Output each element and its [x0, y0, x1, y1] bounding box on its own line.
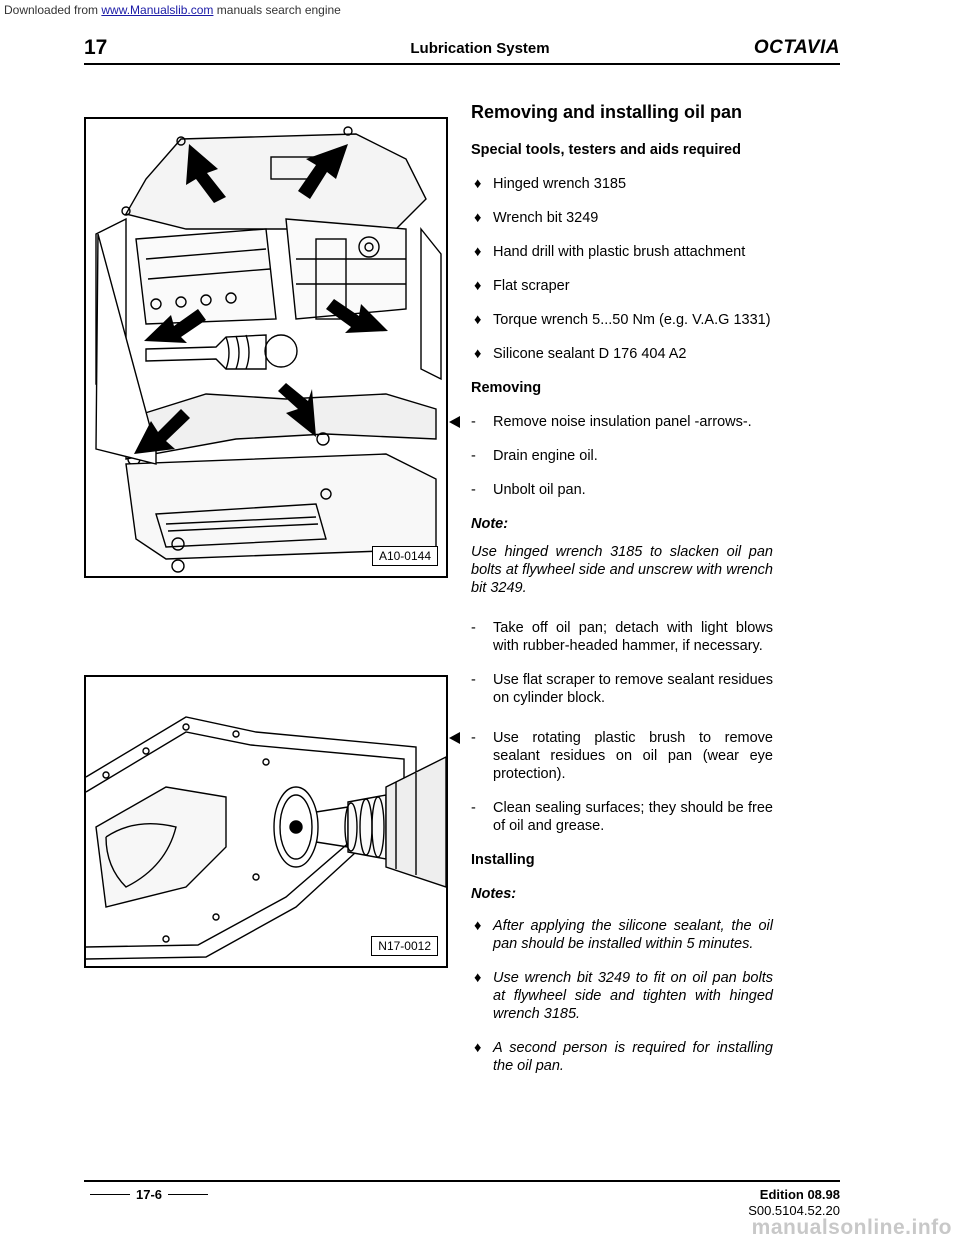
arrows: [134, 144, 388, 454]
manualslib-link[interactable]: www.Manualslib.com: [101, 3, 214, 17]
notes-heading: Notes:: [471, 886, 517, 902]
install-note: ♦Use wrench bit 3249 to fit on oil pan b…: [474, 970, 773, 1022]
tool-item: ♦Hinged wrench 3185: [474, 176, 627, 192]
dash-mark: -: [471, 800, 476, 816]
banner-suffix: manuals search engine: [213, 3, 341, 17]
oil-pan-figure: N17-0012: [84, 675, 448, 968]
removing-step: -Remove noise insulation panel -arrows-.: [449, 413, 773, 431]
note-text: Use hinged wrench 3185 to slacken oil pa…: [471, 544, 773, 596]
dash-mark: -: [471, 482, 476, 498]
diamond-bullet-icon: ♦: [474, 346, 482, 362]
diamond-bullet-icon: ♦: [474, 278, 482, 294]
oil-pan-figure-label: N17-0012: [371, 936, 438, 956]
tool-item: ♦Torque wrench 5...50 Nm (e.g. V.A.G 133…: [474, 312, 771, 328]
install-note: ♦A second person is required for install…: [474, 1040, 773, 1074]
tool-item: ♦Flat scraper: [474, 278, 570, 294]
diamond-bullet-icon: ♦: [474, 918, 482, 934]
installing-heading: Installing: [471, 852, 535, 868]
diamond-bullet-icon: ♦: [474, 312, 482, 328]
download-banner: Downloaded from www.Manualslib.com manua…: [0, 0, 960, 22]
removing-step: -Unbolt oil pan.: [471, 482, 586, 498]
section-title: Lubrication System: [410, 40, 550, 57]
page-heading: Removing and installing oil pan: [471, 102, 743, 122]
diamond-bullet-icon: ♦: [474, 210, 482, 226]
removing-heading: Removing: [471, 380, 542, 396]
removing-step: -Clean sealing surfaces; they should be …: [471, 800, 773, 834]
brand-name: OCTAVIA: [753, 37, 840, 58]
removing-step: -Drain engine oil.: [471, 448, 598, 464]
engine-underside-figure: A10-0144: [84, 117, 448, 578]
removing-step: -Take off oil pan; detach with light blo…: [471, 620, 773, 654]
figure-pointer-icon: [449, 732, 460, 744]
section-number: 17: [84, 36, 108, 59]
watermark: manualsonline.info: [751, 1216, 952, 1239]
document-code: S00.5104.52.20: [748, 1203, 840, 1218]
dash-mark: -: [471, 730, 476, 746]
footer-rule: [84, 1180, 840, 1182]
removing-step: -Use flat scraper to remove sealant resi…: [471, 672, 773, 706]
engine-figure-label: A10-0144: [371, 546, 438, 566]
instructions-column: Removing and installing oil pan Special …: [449, 102, 773, 1091]
download-banner-text: Downloaded from www.Manualslib.com manua…: [4, 3, 341, 17]
diamond-bullet-icon: ♦: [474, 244, 482, 260]
page-number: 17-6: [84, 1187, 214, 1202]
engine-underside-illustration: [95, 126, 442, 573]
diamond-bullet-icon: ♦: [474, 970, 482, 986]
dash-mark: -: [471, 414, 476, 430]
oil-pan-illustration: [86, 716, 446, 960]
header-rule: [84, 63, 840, 65]
dash-mark: -: [471, 448, 476, 464]
dash-mark: -: [471, 620, 476, 636]
note-heading: Note:: [471, 516, 509, 532]
install-note: ♦After applying the silicone sealant, th…: [474, 918, 773, 952]
dash-mark: -: [471, 672, 476, 688]
diamond-bullet-icon: ♦: [474, 176, 482, 192]
tool-item: ♦Wrench bit 3249: [474, 210, 599, 226]
tool-item: ♦Silicone sealant D 176 404 A2: [474, 346, 687, 362]
removing-step: -Use rotating plastic brush to remove se…: [449, 729, 773, 783]
banner-prefix: Downloaded from: [4, 3, 102, 17]
tool-item: ♦Hand drill with plastic brush attachmen…: [474, 244, 746, 260]
tools-heading: Special tools, testers and aids required: [471, 142, 741, 158]
diamond-bullet-icon: ♦: [474, 1040, 482, 1056]
edition-label: Edition 08.98: [759, 1187, 840, 1202]
figure-pointer-icon: [449, 416, 460, 428]
